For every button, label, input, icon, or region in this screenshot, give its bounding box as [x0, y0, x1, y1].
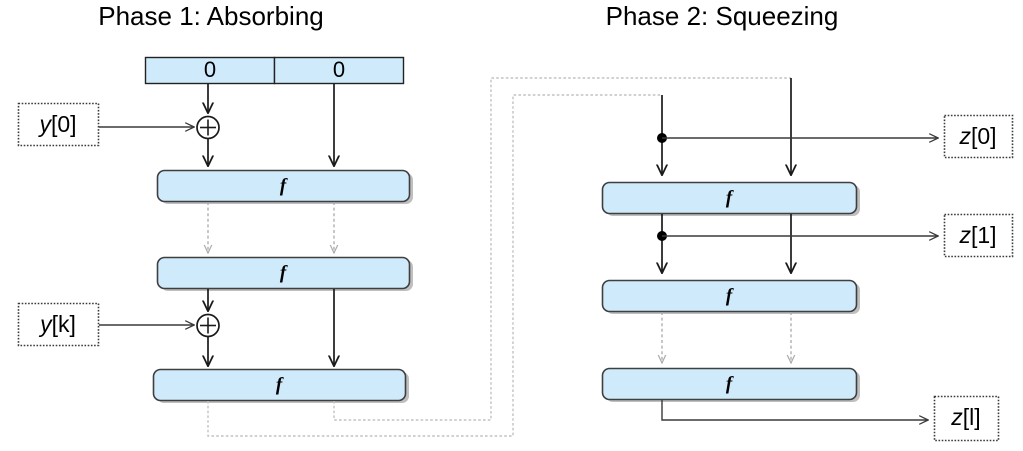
output-zl-box — [933, 395, 1000, 442]
phase2-f-block-2: f — [601, 279, 860, 314]
output-z1: z[1] — [943, 213, 1014, 258]
phase-1-title: Phase 1: Absorbing — [98, 1, 324, 31]
output-zl: z[l] — [933, 395, 1000, 442]
phase2-f-block-2-box — [601, 279, 858, 313]
phase1-f-block-2: f — [156, 256, 413, 291]
xor-node-1 — [196, 115, 220, 140]
state-cell-rate-label: 0 — [204, 57, 216, 82]
phase1-f-block-3: f — [152, 368, 409, 403]
phase2-f-block-3-box — [601, 367, 858, 401]
wire-f3-to-zl — [661, 400, 928, 420]
phase2-f-block-1-label: f — [726, 187, 734, 208]
phase1-f-block-2-label: f — [280, 262, 288, 283]
output-z1-label: z[1] — [958, 222, 996, 248]
phase1-f-block-1: f — [156, 169, 413, 204]
output-z0: z[0] — [943, 114, 1014, 159]
phase1-f-block-2-box — [156, 256, 411, 290]
state-bar: 0 0 — [144, 56, 405, 85]
input-y0-box — [17, 102, 100, 147]
input-yk: y[k] — [17, 302, 100, 347]
output-zl-label: z[l] — [950, 404, 980, 430]
input-y0: y[0] — [17, 102, 100, 147]
phase1-f-block-1-box — [156, 169, 411, 203]
phase2-f-block-1-box — [601, 181, 858, 215]
phase2-f-block-1: f — [601, 181, 860, 216]
phase1-f-block-3-label: f — [276, 374, 284, 395]
input-yk-label: y[k] — [38, 311, 76, 337]
output-z0-label: z[0] — [958, 123, 996, 149]
state-cell-capacity-label: 0 — [333, 57, 345, 82]
feedback-route-outer — [207, 94, 662, 437]
state-cell-rate-box — [144, 56, 276, 85]
phase1-f-block-1-label: f — [280, 175, 288, 196]
phase-2-title: Phase 2: Squeezing — [606, 1, 839, 31]
input-yk-box — [17, 302, 100, 347]
phase2-f-block-3-label: f — [726, 373, 734, 394]
xor-node-2 — [196, 313, 220, 338]
output-z0-box — [943, 114, 1014, 159]
input-y0-label: y[0] — [37, 111, 76, 137]
phase2-f-block-2-label: f — [726, 285, 734, 306]
output-z1-box — [943, 213, 1014, 258]
state-cell-capacity-box — [273, 56, 405, 85]
phase1-f-block-3-box — [152, 368, 407, 402]
phase2-f-block-3: f — [601, 367, 860, 402]
